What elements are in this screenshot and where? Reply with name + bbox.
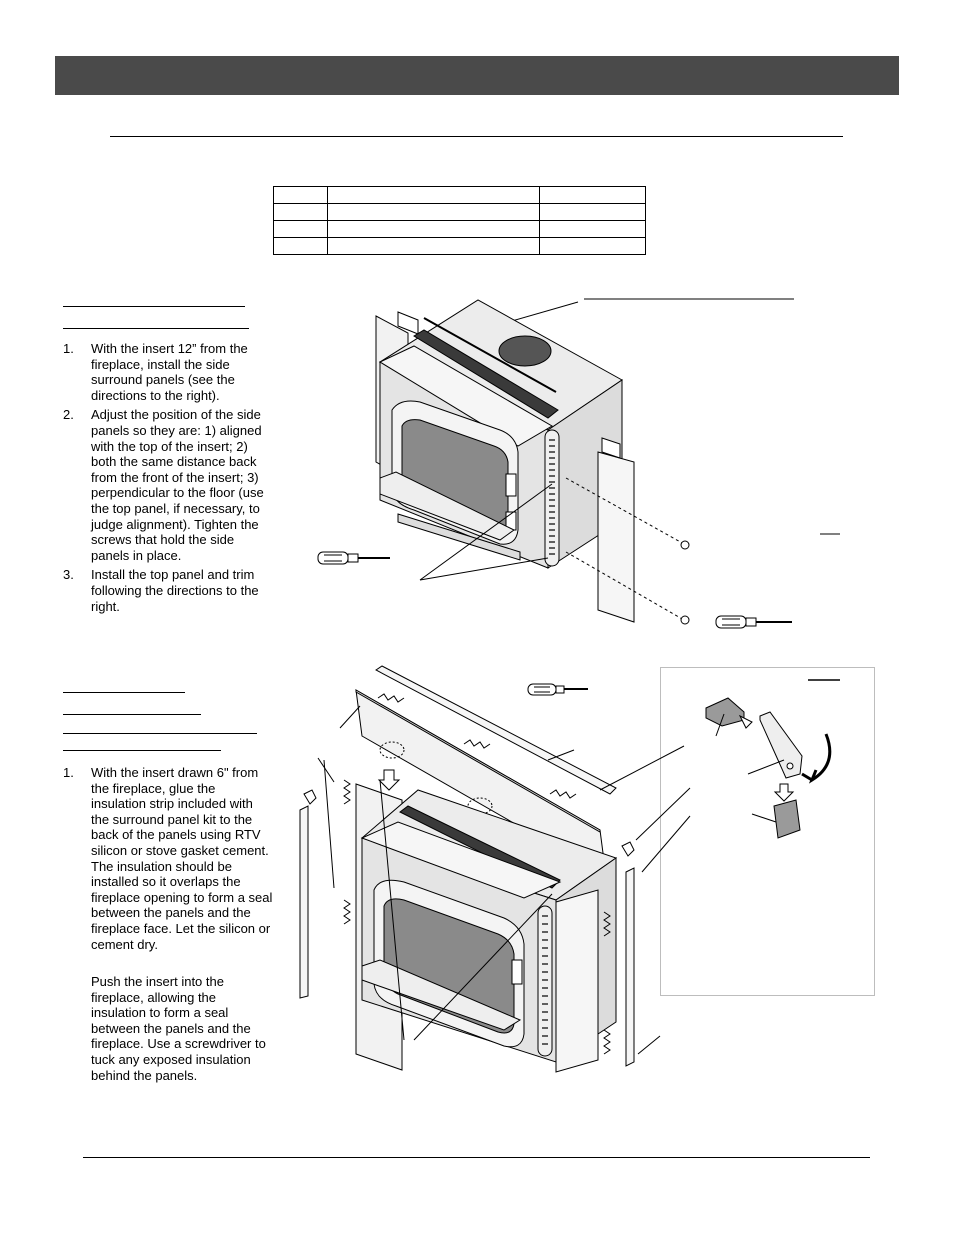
list-item: 1.With the insert drawn 6" from the fire… — [63, 765, 273, 952]
insulation-mark — [603, 1029, 611, 1055]
leader-line — [641, 815, 691, 873]
left-trim-strip — [299, 805, 309, 999]
insulation-steps-list: 1.With the insert drawn 6" from the fire… — [63, 765, 273, 956]
leader-line — [379, 779, 405, 1041]
louver-column — [544, 429, 560, 567]
right-trim-strip — [625, 867, 635, 1067]
louver-column — [537, 905, 553, 1057]
clip-bottom-icon — [773, 799, 801, 839]
top-shelf — [378, 345, 553, 447]
flue-collar-icon — [498, 335, 552, 367]
bracket-hole — [786, 762, 794, 770]
leader-line — [599, 745, 685, 791]
list-item: 1.With the insert 12” from the fireplace… — [63, 341, 248, 403]
list-item: 2.Adjust the position of the side panels… — [63, 407, 264, 563]
insulation-mark — [343, 899, 351, 925]
section-heading — [63, 328, 249, 329]
leader-line — [715, 713, 725, 737]
footer-rule — [83, 1157, 870, 1158]
leader-line — [413, 893, 553, 1041]
screwdriver-icon — [715, 615, 792, 629]
insulation-mark — [603, 911, 611, 937]
table-row — [273, 237, 646, 255]
screw-path — [565, 551, 685, 621]
clip-top-icon — [705, 697, 745, 727]
screw-icon — [680, 540, 690, 550]
leader-line — [317, 757, 335, 783]
bracket-icon — [759, 711, 803, 779]
arrow-icon — [738, 714, 753, 729]
section-rule — [110, 136, 843, 137]
down-arrow-icon — [377, 769, 401, 791]
trim-clip-icon — [621, 841, 635, 857]
install-steps-list: 1.With the insert 12” from the fireplace… — [63, 341, 273, 618]
top-rod — [423, 317, 557, 393]
screw-icon — [680, 615, 690, 625]
screw-path — [565, 477, 685, 545]
table-row — [273, 220, 646, 238]
clip-location — [379, 741, 405, 759]
section-heading — [63, 733, 257, 734]
right-side-panel — [597, 451, 635, 623]
curved-arrow-icon — [801, 733, 832, 784]
figure-side-panels — [317, 298, 840, 629]
section-heading — [63, 306, 245, 307]
panel-tab — [601, 437, 621, 459]
parts-table — [273, 186, 646, 255]
figure-clip-detail — [705, 679, 840, 839]
insulation-mark — [549, 789, 577, 799]
door-handle — [511, 959, 523, 985]
top-trim-bar — [375, 665, 617, 795]
door-handle — [505, 473, 517, 497]
screwdriver-icon — [527, 683, 588, 696]
louver-slots — [542, 915, 548, 1045]
figure-insulation — [299, 665, 691, 1073]
section-heading — [63, 750, 221, 751]
top-trim-strip — [413, 329, 559, 419]
leader-line — [323, 759, 335, 889]
leader-line — [635, 787, 691, 841]
header-bar — [55, 56, 899, 95]
louver-slots — [549, 439, 555, 555]
leader-line — [547, 749, 575, 761]
trim-clip-icon — [303, 789, 317, 805]
insulation-mark — [343, 779, 351, 805]
leader-line — [751, 813, 777, 823]
ash-lip — [379, 471, 515, 541]
section-heading — [63, 692, 185, 693]
top-panel-edge — [355, 689, 601, 833]
leader-line — [637, 1035, 661, 1055]
clip-location — [467, 797, 493, 815]
insulation-mark — [463, 739, 491, 749]
top-shelf — [360, 821, 562, 899]
ash-lip — [361, 959, 522, 1031]
insulation-mark — [377, 693, 405, 703]
down-arrow-icon — [773, 783, 795, 802]
screwdriver-icon — [317, 551, 390, 565]
section-heading — [63, 714, 201, 715]
leader-line — [419, 483, 553, 581]
inset-detail-box — [660, 667, 875, 996]
list-item: 3.Install the top panel and trim followi… — [63, 567, 259, 614]
bottom-rail — [397, 513, 521, 561]
insulation-note: Push the insert into the fireplace, allo… — [91, 974, 266, 1083]
right-side-panel — [555, 889, 599, 1073]
leader-line — [419, 557, 549, 581]
table-row — [273, 203, 646, 221]
leader-line — [339, 705, 361, 729]
leader-line — [747, 759, 785, 775]
